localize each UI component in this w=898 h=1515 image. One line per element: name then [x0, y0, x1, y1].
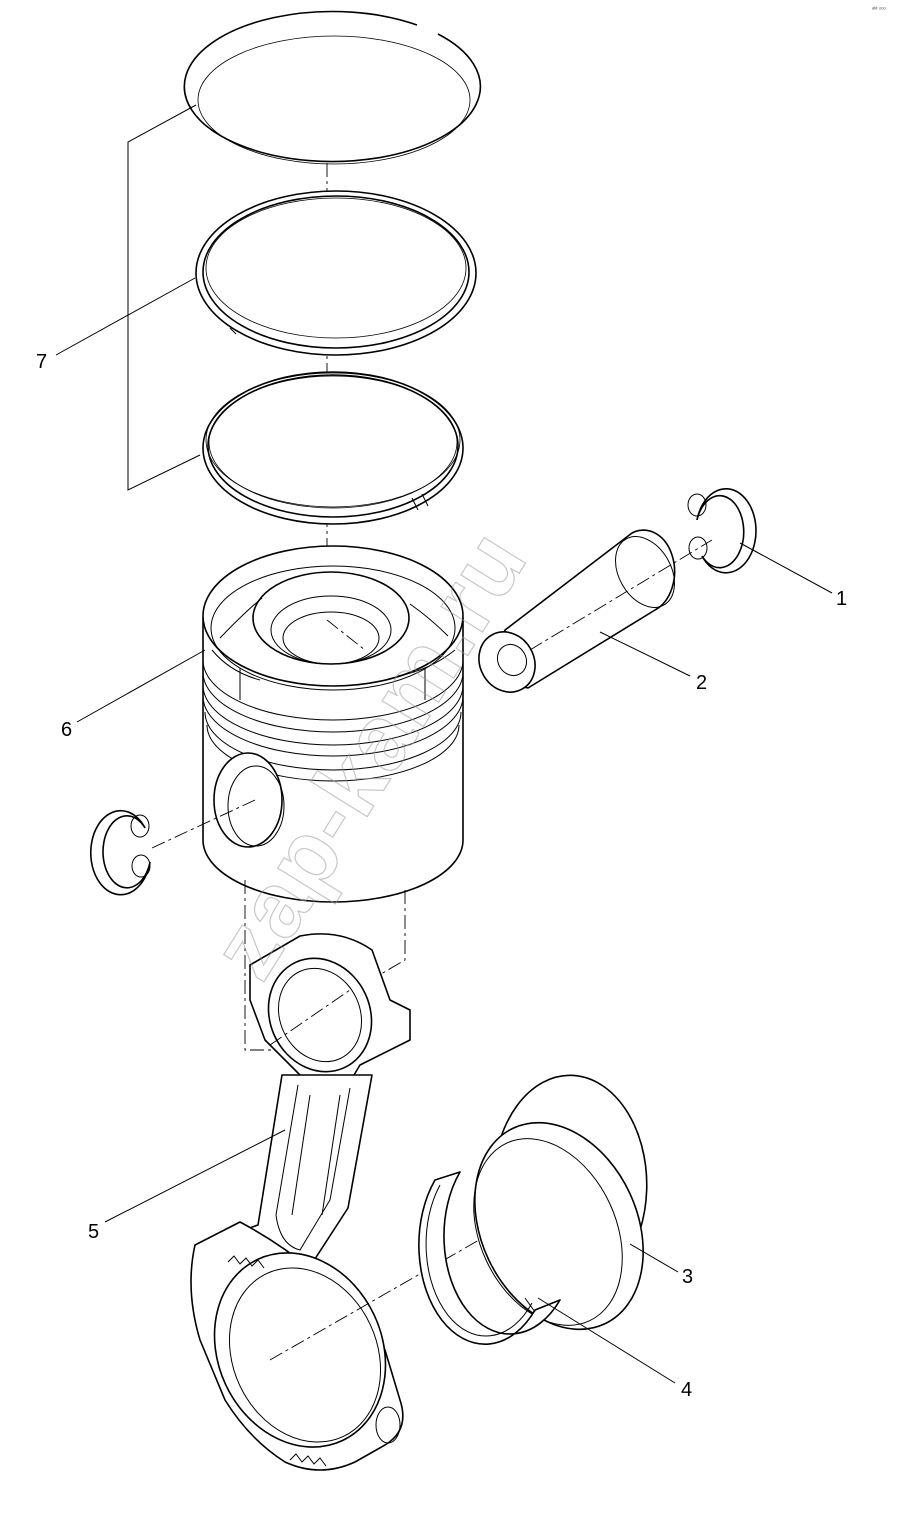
piston-ring-top: [183, 10, 482, 165]
bearing-shell-upper: [473, 1074, 648, 1331]
piston-ring-oil: [202, 371, 464, 525]
callout-2: 2: [696, 672, 707, 694]
callout-6: 6: [61, 719, 72, 741]
bearing-shell-lower: [418, 1171, 561, 1346]
leader-lines: [76, 542, 833, 1384]
callout-4: 4: [681, 1379, 692, 1401]
piston-ring-middle: [195, 190, 477, 356]
corner-mark: ᵃᴹ ᵒᵒᵒ: [872, 6, 886, 13]
piston-pin: [478, 529, 676, 693]
circlip-right: [529, 488, 757, 651]
callout-7: 7: [36, 351, 47, 373]
piston: [202, 545, 464, 1051]
connecting-rod: [190, 933, 541, 1471]
callout-1: 1: [836, 588, 847, 610]
callout-3: 3: [682, 1266, 693, 1288]
callout-5: 5: [88, 1221, 99, 1243]
circlip-left: [89, 799, 256, 896]
ring-bracket: [55, 104, 201, 491]
